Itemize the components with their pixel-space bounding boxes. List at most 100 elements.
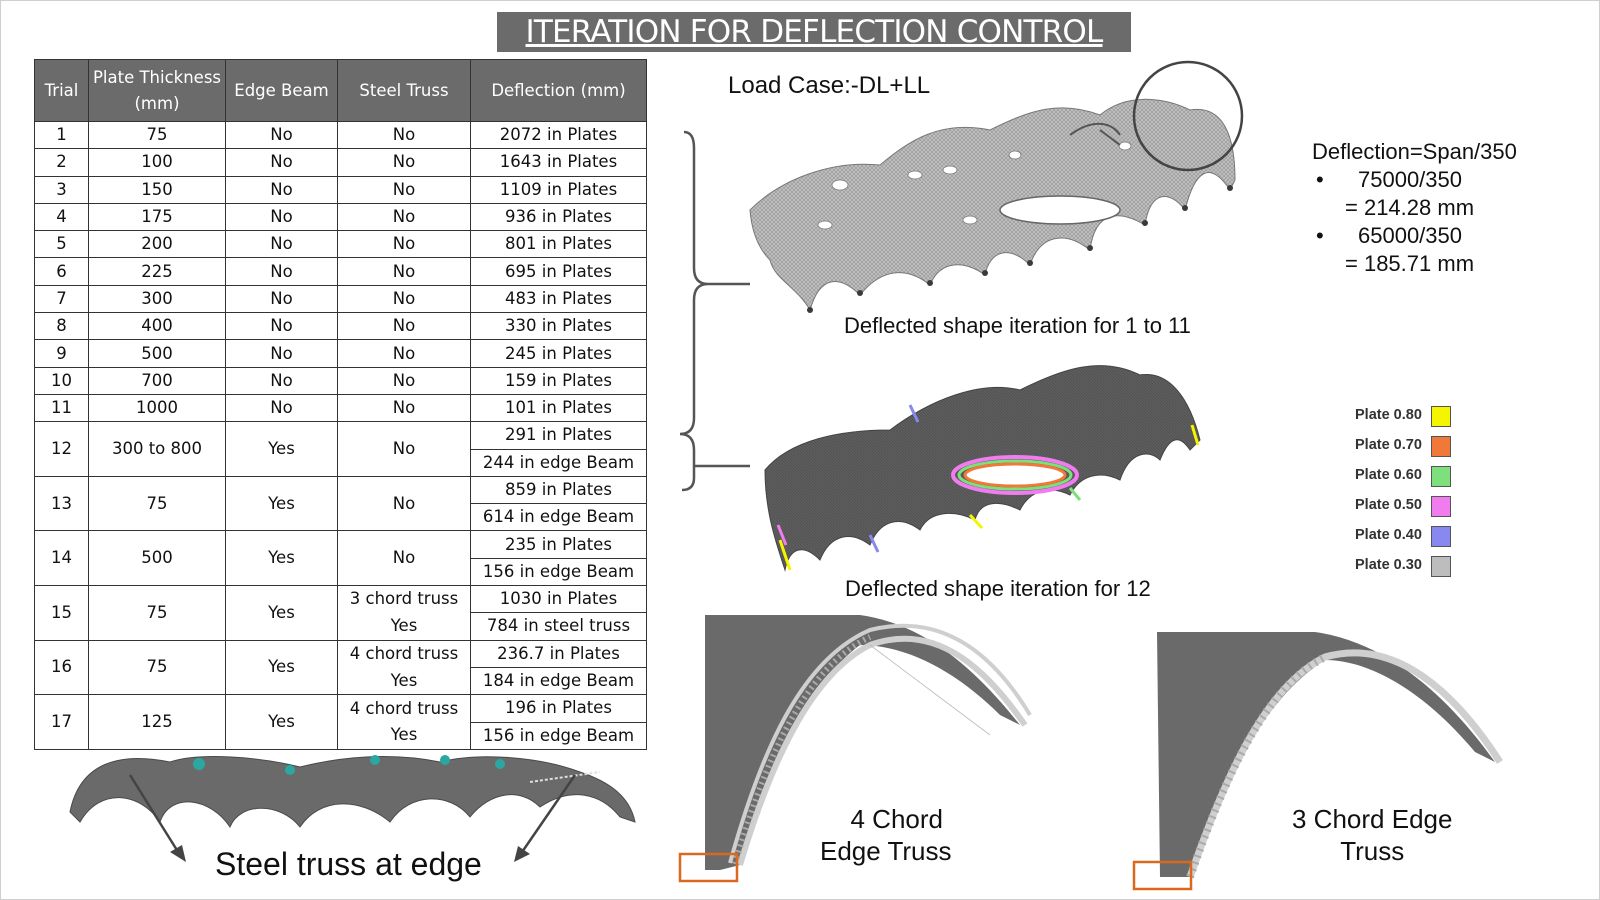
cell-edge-beam: No bbox=[225, 393, 338, 423]
cell-trial: 13 bbox=[34, 475, 89, 532]
cell-steel-truss: No bbox=[337, 475, 471, 532]
legend-swatch bbox=[1431, 466, 1451, 487]
formula-heading: Deflection=Span/350 bbox=[1312, 139, 1517, 164]
caption-iteration-1-11: Deflected shape iteration for 1 to 11 bbox=[844, 313, 1191, 338]
cell-deflection-secondary: 244 in edge Beam bbox=[470, 448, 647, 477]
cell-steel-truss-flag: Yes bbox=[337, 722, 471, 750]
cell-steel-truss: No bbox=[337, 366, 471, 395]
table-row: 15 75 Yes 3 chord truss 1030 in Plates bbox=[34, 585, 647, 641]
cell-steel-truss-flag: Yes bbox=[337, 667, 471, 696]
table-row: 16 75 Yes 4 chord truss 236.7 in Plates bbox=[34, 639, 647, 696]
deflection-iteration-table: Trial Plate Thickness (mm) Edge Beam Ste… bbox=[34, 59, 647, 750]
legend-label: Plate 0.30 bbox=[1355, 557, 1422, 573]
legend-label: Plate 0.50 bbox=[1355, 497, 1422, 513]
legend-swatch bbox=[1431, 526, 1451, 547]
cell-edge-beam: No bbox=[225, 339, 338, 368]
cell-steel-truss: No bbox=[337, 202, 471, 232]
cell-thickness: 400 bbox=[88, 312, 226, 341]
table-row: 12 300 to 800 Yes No 291 in Plates bbox=[34, 421, 647, 477]
formula-expr: 65000/350 bbox=[1358, 223, 1462, 248]
cell-steel-truss: No bbox=[337, 393, 471, 423]
cell-deflection: 1643 in Plates bbox=[470, 148, 647, 177]
cell-trial: 5 bbox=[34, 230, 89, 259]
caption-iteration-12: Deflected shape iteration for 12 bbox=[845, 576, 1151, 601]
cell-edge-beam: Yes bbox=[225, 694, 338, 750]
cell-trial: 8 bbox=[34, 312, 89, 341]
cell-edge-beam: No bbox=[225, 202, 338, 232]
table-subrow: Yes 784 in steel truss bbox=[35, 612, 647, 641]
legend-label: Plate 0.60 bbox=[1355, 467, 1422, 483]
cell-deflection: 159 in Plates bbox=[470, 366, 647, 395]
cell-steel-truss: No bbox=[337, 530, 471, 587]
cell-thickness: 75 bbox=[88, 475, 226, 532]
cell-edge-beam: No bbox=[225, 284, 338, 314]
cell-steel-truss: No bbox=[337, 284, 471, 314]
cell-steel-truss: No bbox=[337, 339, 471, 368]
cell-trial: 11 bbox=[34, 393, 89, 423]
caption-3-chord: 3 Chord Edge Truss bbox=[1292, 803, 1452, 867]
cell-deflection-plates: 196 in Plates bbox=[470, 694, 647, 723]
legend-item: Plate 0.80 bbox=[1355, 402, 1465, 432]
cell-thickness: 225 bbox=[88, 257, 226, 286]
cell-steel-truss: No bbox=[337, 148, 471, 177]
legend-label: Plate 0.40 bbox=[1355, 527, 1422, 543]
cell-trial: 10 bbox=[34, 366, 89, 395]
cell-thickness: 75 bbox=[88, 120, 226, 150]
legend-label: Plate 0.80 bbox=[1355, 407, 1422, 423]
load-case-label: Load Case:-DL+LL bbox=[728, 72, 931, 99]
cell-trial: 7 bbox=[34, 284, 89, 314]
legend-item: Plate 0.50 bbox=[1355, 492, 1465, 522]
table-header-row: Trial Plate Thickness (mm) Edge Beam Ste… bbox=[34, 59, 647, 122]
cell-edge-beam: No bbox=[225, 230, 338, 259]
cell-steel-truss: No bbox=[337, 421, 471, 477]
deflected-shell-model-1-11 bbox=[749, 98, 1236, 313]
cell-trial: 4 bbox=[34, 202, 89, 232]
highlight-circle bbox=[1132, 60, 1244, 172]
cell-trial: 12 bbox=[34, 421, 89, 477]
four-chord-edge-truss-model bbox=[705, 615, 1032, 870]
cell-trial: 9 bbox=[34, 339, 89, 368]
cell-deflection-secondary: 784 in steel truss bbox=[470, 612, 647, 641]
table-subrow: 244 in edge Beam bbox=[35, 448, 647, 477]
highlight-box bbox=[678, 852, 739, 883]
cell-deflection-secondary: 184 in edge Beam bbox=[470, 666, 647, 696]
cell-thickness: 1000 bbox=[88, 393, 226, 423]
bullet: • bbox=[1316, 223, 1324, 248]
cell-thickness: 175 bbox=[88, 202, 226, 232]
bullet: • bbox=[1316, 167, 1324, 192]
cell-thickness: 300 bbox=[88, 284, 226, 314]
caption-line: Truss bbox=[1340, 836, 1405, 866]
cell-deflection-plates: 236.7 in Plates bbox=[470, 639, 647, 668]
cell-deflection-plates: 235 in Plates bbox=[470, 530, 647, 559]
cell-deflection: 695 in Plates bbox=[470, 257, 647, 286]
cell-thickness: 75 bbox=[88, 639, 226, 696]
cell-thickness: 100 bbox=[88, 148, 226, 177]
caption-line: Edge Truss bbox=[820, 836, 952, 866]
table-subrow: 614 in edge Beam bbox=[35, 503, 647, 532]
cell-deflection: 483 in Plates bbox=[470, 284, 647, 314]
pointer-arrows bbox=[128, 774, 577, 862]
cell-trial: 16 bbox=[34, 639, 89, 696]
caption-line: 4 Chord bbox=[850, 804, 944, 834]
legend-label: Plate 0.70 bbox=[1355, 437, 1422, 453]
cell-deflection: 1109 in Plates bbox=[470, 175, 647, 204]
legend-item: Plate 0.30 bbox=[1355, 552, 1465, 582]
cell-edge-beam: Yes bbox=[225, 530, 338, 587]
cell-thickness: 300 to 800 bbox=[88, 421, 226, 477]
cell-thickness: 500 bbox=[88, 339, 226, 368]
table-row: 14 500 Yes No 235 in Plates bbox=[34, 530, 647, 587]
cell-steel-truss-flag: Yes bbox=[337, 612, 471, 641]
legend-item: Plate 0.40 bbox=[1355, 522, 1465, 552]
cell-edge-beam: Yes bbox=[225, 421, 338, 477]
table-subrow: Yes 184 in edge Beam bbox=[35, 666, 647, 696]
legend-swatch bbox=[1431, 436, 1451, 457]
cell-edge-beam: No bbox=[225, 366, 338, 395]
